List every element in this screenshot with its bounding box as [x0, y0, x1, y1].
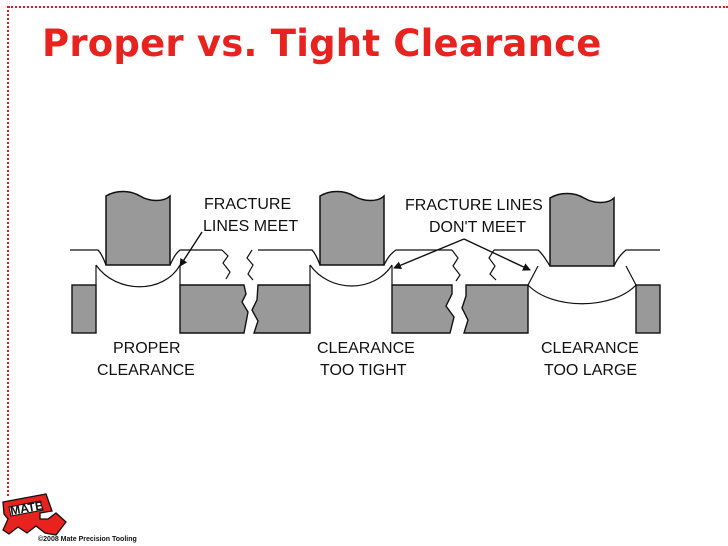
- clearance-diagram: FRACTURE LINES MEET FRACTURE LINES DON'T…: [70, 190, 661, 379]
- mate-logo: MATE: [2, 493, 67, 536]
- label-proper-line-1: PROPER: [113, 340, 181, 357]
- slide-border-left: [7, 6, 9, 496]
- fracture-lines: [95, 249, 637, 305]
- copyright-footer: ©2008 Mate Precision Tooling: [38, 536, 137, 543]
- slide-title: Proper vs. Tight Clearance: [42, 22, 602, 65]
- label-fracture-meet-line-1: FRACTURE: [204, 196, 291, 213]
- punch-tight: [319, 190, 385, 266]
- label-proper-line-2: CLEARANCE: [97, 362, 195, 379]
- sheet-top-line: [70, 249, 660, 267]
- label-fracture-not-line-2: DON'T MEET: [429, 219, 526, 236]
- slide-border-top: [8, 6, 728, 8]
- punch-large: [549, 192, 615, 267]
- annotation-arrows: [179, 231, 531, 271]
- label-fracture-meet-line-2: LINES MEET: [203, 218, 298, 235]
- label-tight-line-2: TOO TIGHT: [320, 362, 407, 379]
- label-fracture-not-line-1: FRACTURE LINES: [405, 197, 543, 214]
- mate-logo-text: MATE: [9, 498, 44, 518]
- label-large-line-2: TOO LARGE: [544, 362, 637, 379]
- punch-proper: [105, 190, 171, 266]
- die-blocks: [71, 284, 661, 334]
- label-large-line-1: CLEARANCE: [541, 340, 639, 357]
- label-tight-line-1: CLEARANCE: [317, 340, 415, 357]
